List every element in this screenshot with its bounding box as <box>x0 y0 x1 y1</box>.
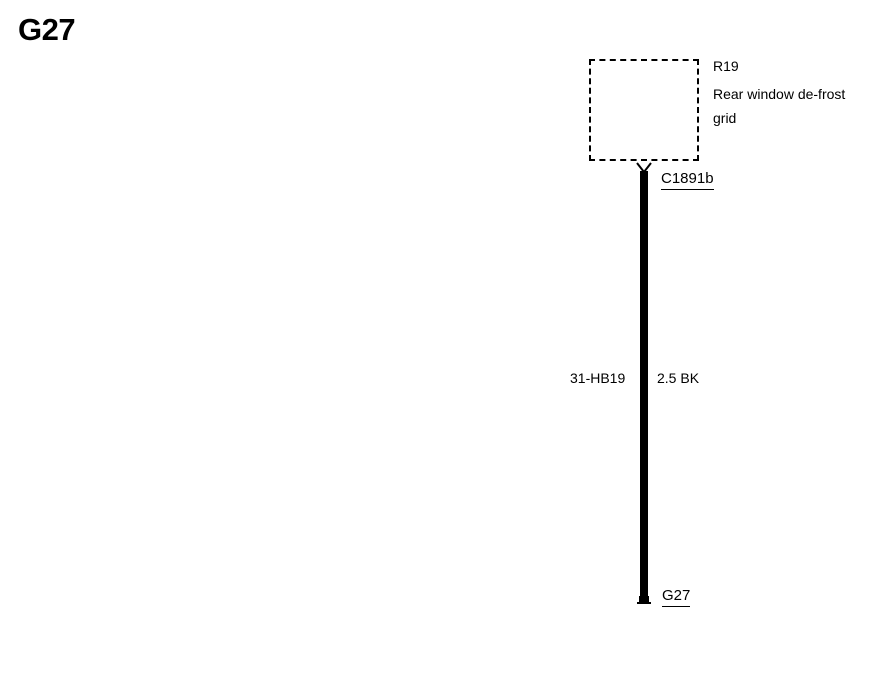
connector-label: C1891b <box>661 170 714 190</box>
wire-spec-label: 2.5 BK <box>657 370 700 386</box>
ground-label: G27 <box>662 587 691 607</box>
component-r19-box <box>589 59 699 161</box>
connector-pin-icon <box>636 162 652 174</box>
component-id: R19 <box>713 58 739 74</box>
component-description: Rear window de-frost grid <box>713 86 846 126</box>
page-title: G27 <box>18 12 76 47</box>
wire-circuit-label: 31-HB19 <box>570 370 626 386</box>
ground-symbol-icon <box>637 596 651 604</box>
